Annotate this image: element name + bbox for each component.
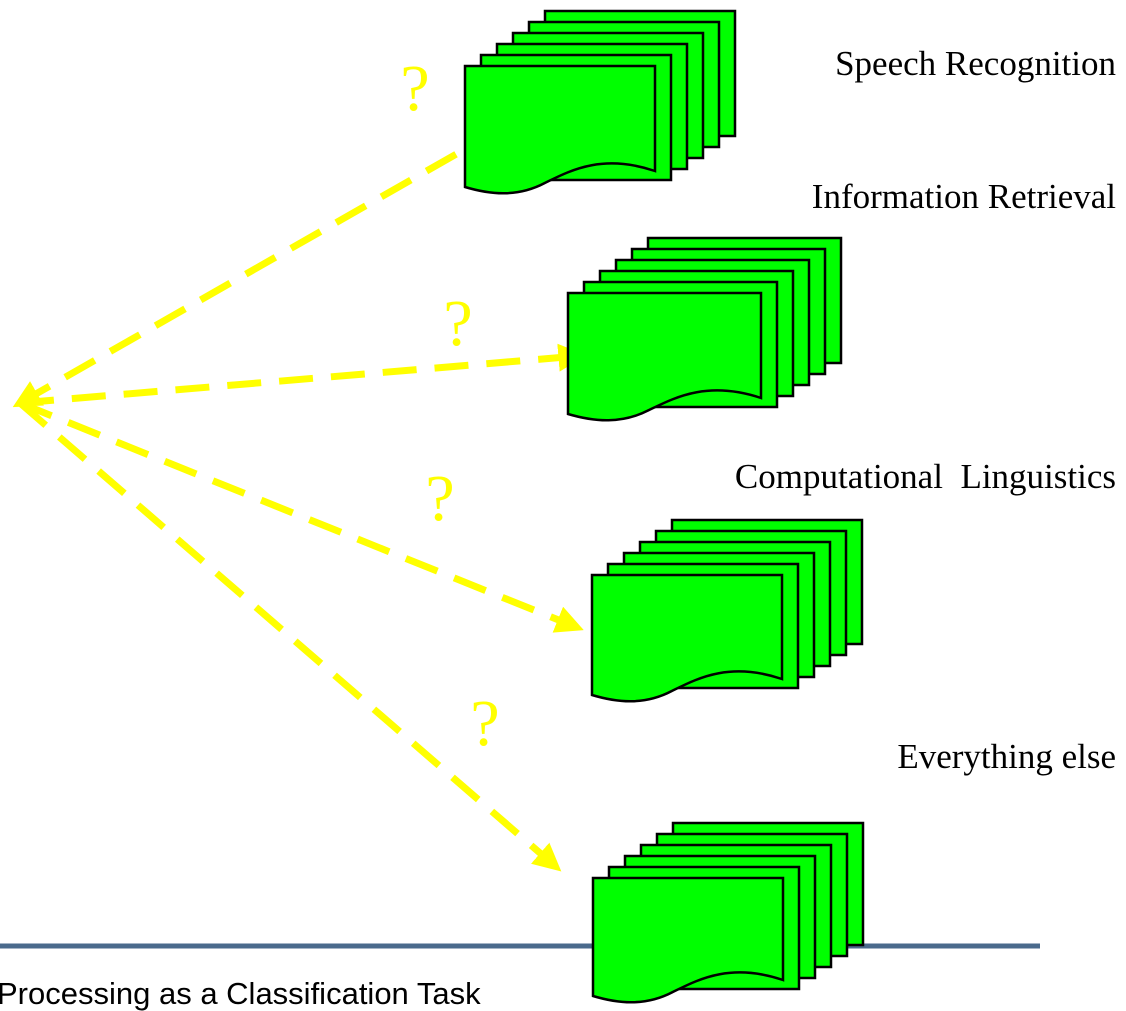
document-front-page [591, 876, 785, 1004]
arrow-to-speech-recognition [12, 127, 503, 408]
footer-title: Processing as a Classification Task [0, 976, 481, 1011]
document-stack-information-retrieval [566, 236, 843, 422]
arrow-to-information-retrieval [19, 343, 587, 407]
label-speech-recognition: Speech Recognition [835, 44, 1116, 83]
document-front-page [566, 291, 763, 422]
arrows-group [12, 127, 587, 872]
document-front-page [463, 64, 657, 195]
question-mark-speech-recognition: ? [400, 52, 429, 125]
question-mark-information-retrieval: ? [443, 287, 472, 360]
arrow-to-computational-linguistics [18, 399, 584, 633]
document-front-page [590, 573, 784, 703]
document-stack-everything-else [591, 821, 865, 1004]
label-everything-else: Everything else [897, 737, 1116, 776]
document-stack-speech-recognition [463, 9, 737, 195]
question-mark-everything-else: ? [470, 687, 499, 760]
document-stack-computational-linguistics [590, 518, 864, 703]
label-information-retrieval: Information Retrieval [812, 177, 1116, 216]
label-computational-linguistics: Computational Linguistics [735, 457, 1116, 496]
arrow-to-everything-else [17, 400, 562, 872]
question-mark-computational-linguistics: ? [425, 462, 454, 535]
